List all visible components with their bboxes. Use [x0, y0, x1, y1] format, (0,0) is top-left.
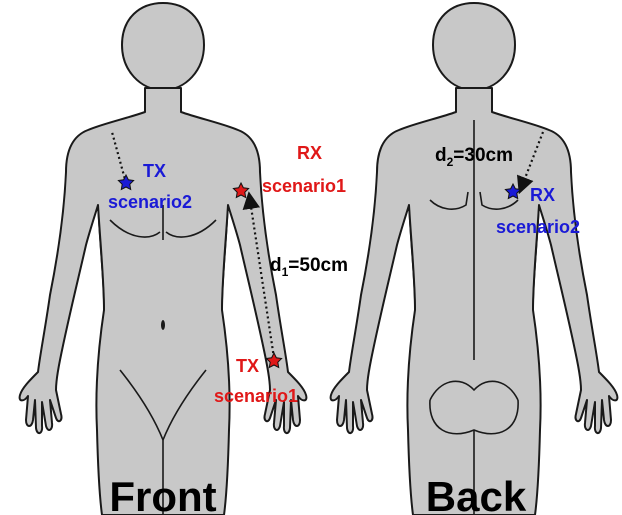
front-head	[122, 3, 204, 90]
rx-scenario1-scenario: scenario1	[262, 176, 346, 196]
front-navel	[161, 320, 165, 330]
rx-scenario2-role: RX	[530, 185, 555, 205]
back-title: Back	[426, 473, 527, 515]
front-title: Front	[109, 473, 216, 515]
tx-scenario1-scenario: scenario1	[214, 386, 298, 406]
d1-label: d1=50cm	[270, 255, 348, 279]
rx-scenario2-scenario: scenario2	[496, 217, 580, 237]
tx-scenario2-role: TX	[143, 161, 166, 181]
rx-scenario1-role: RX	[297, 143, 322, 163]
back-head	[433, 3, 515, 90]
tx-scenario2-scenario: scenario2	[108, 192, 192, 212]
tx-scenario1-role: TX	[236, 356, 259, 376]
